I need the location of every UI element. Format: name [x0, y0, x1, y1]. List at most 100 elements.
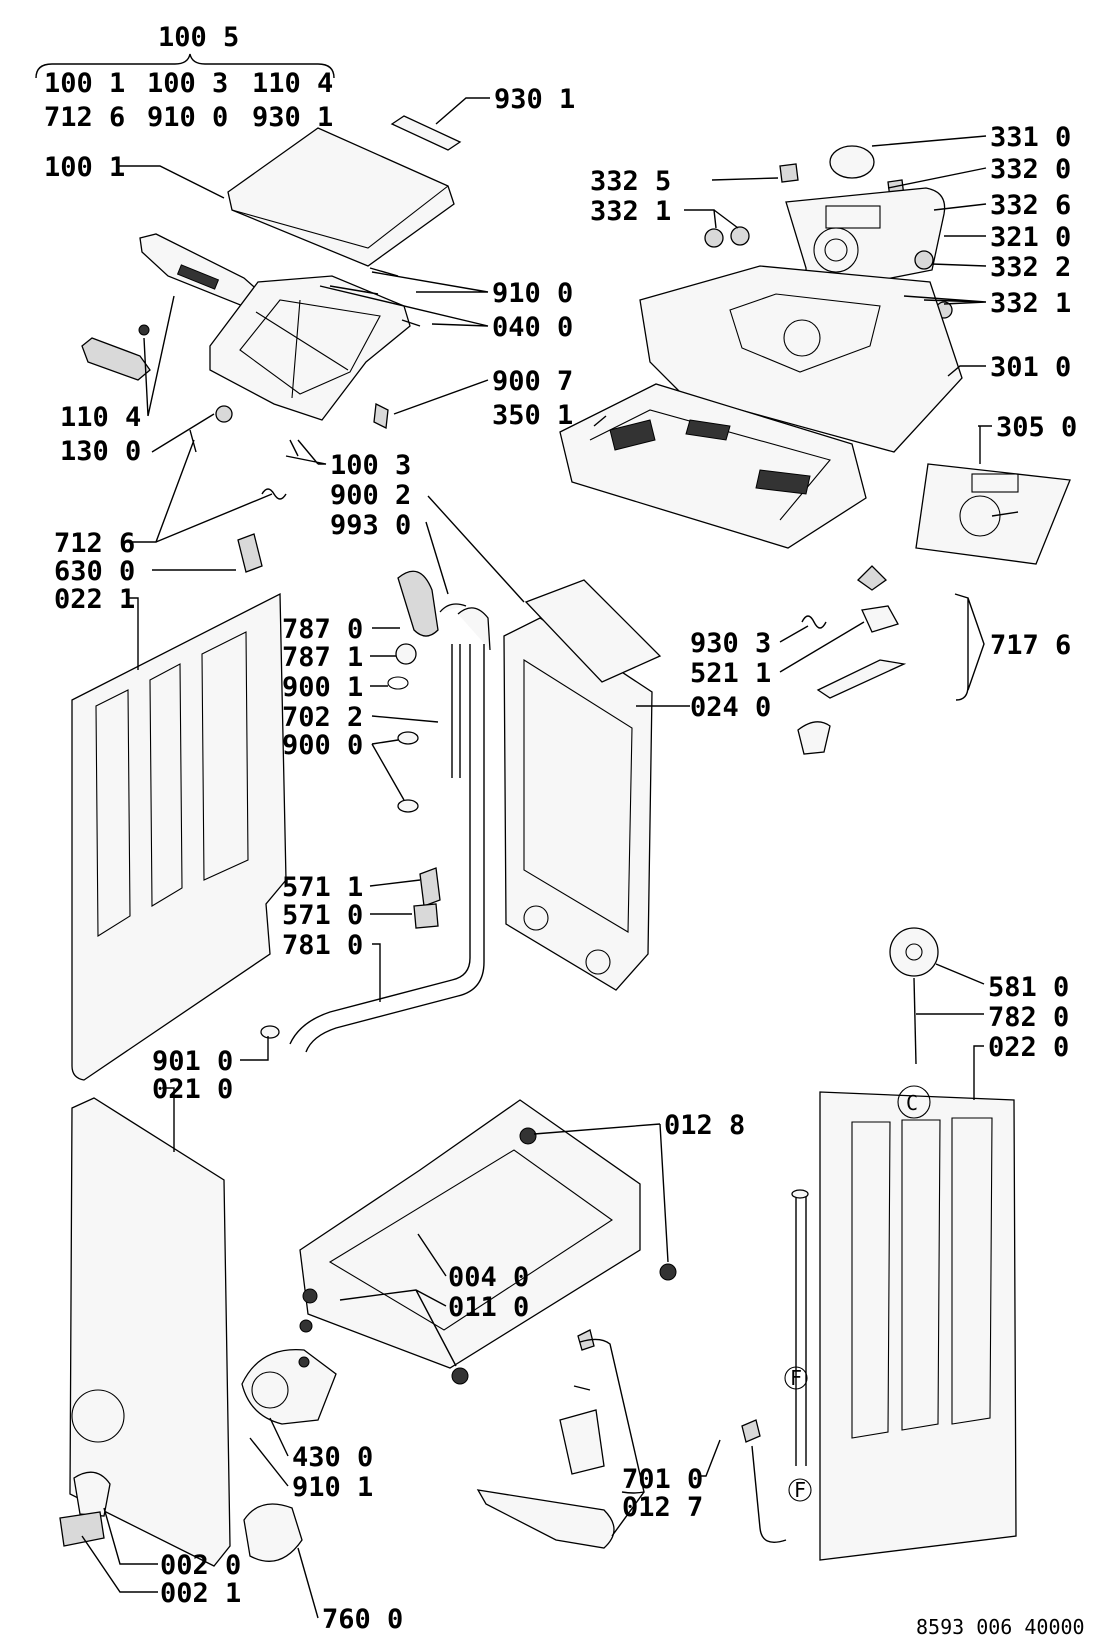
connector-c	[897, 1085, 931, 1119]
plug-part	[397, 731, 419, 745]
plug-part	[260, 1025, 280, 1039]
part-label: 024 0	[690, 692, 771, 723]
kit-item: 100 1	[44, 68, 125, 99]
part-label: 571 0	[282, 900, 363, 931]
clamp-part	[387, 676, 409, 690]
pin-part	[369, 267, 399, 277]
part-label: 787 0	[282, 614, 363, 645]
part-label: 630 0	[54, 556, 135, 587]
button-part	[730, 226, 750, 246]
foot-part	[519, 1127, 537, 1145]
panel-label-part	[915, 463, 1071, 565]
part-label: 002 1	[160, 1578, 241, 1609]
part-label: 900 1	[282, 672, 363, 703]
top-frame-ribs	[255, 299, 349, 399]
side-panel-right-part	[819, 1091, 1017, 1561]
overlay-dial-center	[824, 238, 848, 262]
part-label: 521 1	[690, 658, 771, 689]
hose-elbow-part	[457, 607, 491, 651]
rear-panel-hole	[523, 905, 549, 931]
part-label: 332 2	[990, 252, 1071, 283]
pin-part	[401, 319, 421, 327]
part-label: 130 0	[60, 436, 141, 467]
lock-part	[215, 405, 233, 423]
kit-item: 100 3	[147, 68, 228, 99]
part-label: 910 1	[292, 1472, 373, 1503]
spring-part	[801, 615, 827, 629]
console-part	[639, 265, 963, 453]
label-dial	[959, 495, 1001, 537]
rear-bracket-part	[524, 579, 662, 683]
connector-f	[788, 1478, 812, 1502]
pump-inlet	[251, 1371, 289, 1409]
knob-part	[829, 145, 875, 179]
connector-f	[784, 1366, 808, 1390]
side-panel-left-ribs	[95, 631, 249, 937]
part-label: 701 0	[622, 1464, 703, 1495]
rod-part	[913, 977, 917, 1065]
part-label: 900 0	[282, 730, 363, 761]
base-frame-inner	[328, 1149, 613, 1331]
pin-part	[573, 1385, 591, 1391]
side-panel-left-part	[71, 592, 287, 1081]
part-label: 002 0	[160, 1550, 241, 1581]
part-label: 717 6	[990, 630, 1071, 661]
part-labels: 930 1 100 1 910 0 040 0 110 4 130 0 900 …	[44, 84, 1077, 1635]
part-label: 021 0	[152, 1074, 233, 1105]
part-label: 782 0	[988, 1002, 1069, 1033]
lever-rod-part	[816, 659, 907, 699]
base-frame-part	[299, 1099, 641, 1369]
adhesive-strip-part	[390, 115, 462, 151]
clamp-part	[373, 403, 389, 429]
part-label: 712 6	[54, 528, 135, 559]
part-label: 900 2	[330, 480, 411, 511]
rear-panel-part	[503, 617, 653, 991]
filter-cap-part	[243, 1503, 303, 1562]
part-label: 787 1	[282, 642, 363, 673]
label-display	[971, 473, 1019, 493]
part-label: 781 0	[282, 930, 363, 961]
part-label: 012 8	[664, 1110, 745, 1141]
part-label: 430 0	[292, 1442, 373, 1473]
lid-part	[227, 127, 455, 267]
nut-part	[741, 1419, 761, 1443]
plug-part	[397, 799, 419, 813]
part-label: 702 2	[282, 702, 363, 733]
part-label: 331 0	[990, 122, 1071, 153]
part-label: 901 0	[152, 1046, 233, 1077]
kit-item: 910 0	[147, 102, 228, 133]
screw-part	[298, 1356, 310, 1368]
bracket-part	[237, 533, 263, 573]
part-label: 301 0	[990, 352, 1071, 383]
filter-part	[395, 643, 417, 665]
connector-mark-f: F	[794, 1478, 806, 1502]
part-label: 900 7	[492, 366, 573, 397]
connector-mark-f: F	[790, 1366, 802, 1390]
button-part	[914, 250, 934, 270]
connector-mark-c: C	[906, 1091, 918, 1115]
part-label: 910 0	[492, 278, 573, 309]
part-label: 012 7	[622, 1492, 703, 1523]
tube-cap	[791, 1189, 809, 1199]
actuator-part	[797, 721, 831, 755]
kit-item: 110 4	[252, 68, 333, 99]
valve-part	[419, 867, 441, 907]
part-label: 332 1	[990, 288, 1071, 319]
trim-slot	[176, 264, 220, 290]
kit-group-header: 100 5 100 1 100 3 110 4 712 6 910 0 930 …	[35, 22, 335, 133]
part-label: 100 3	[330, 450, 411, 481]
part-label: 110 4	[60, 402, 141, 433]
switch-part	[861, 605, 899, 633]
kit-group-label: 100 5	[158, 22, 239, 53]
part-label: 571 1	[282, 872, 363, 903]
kit-group-brace	[35, 53, 335, 79]
pump-part	[241, 1348, 337, 1425]
part-label: 930 3	[690, 628, 771, 659]
fill-hose-part	[751, 1445, 787, 1543]
foot-part	[659, 1263, 677, 1281]
lever-base-part	[476, 1489, 615, 1549]
pulley-hub	[905, 943, 923, 961]
console-dial	[783, 319, 821, 357]
